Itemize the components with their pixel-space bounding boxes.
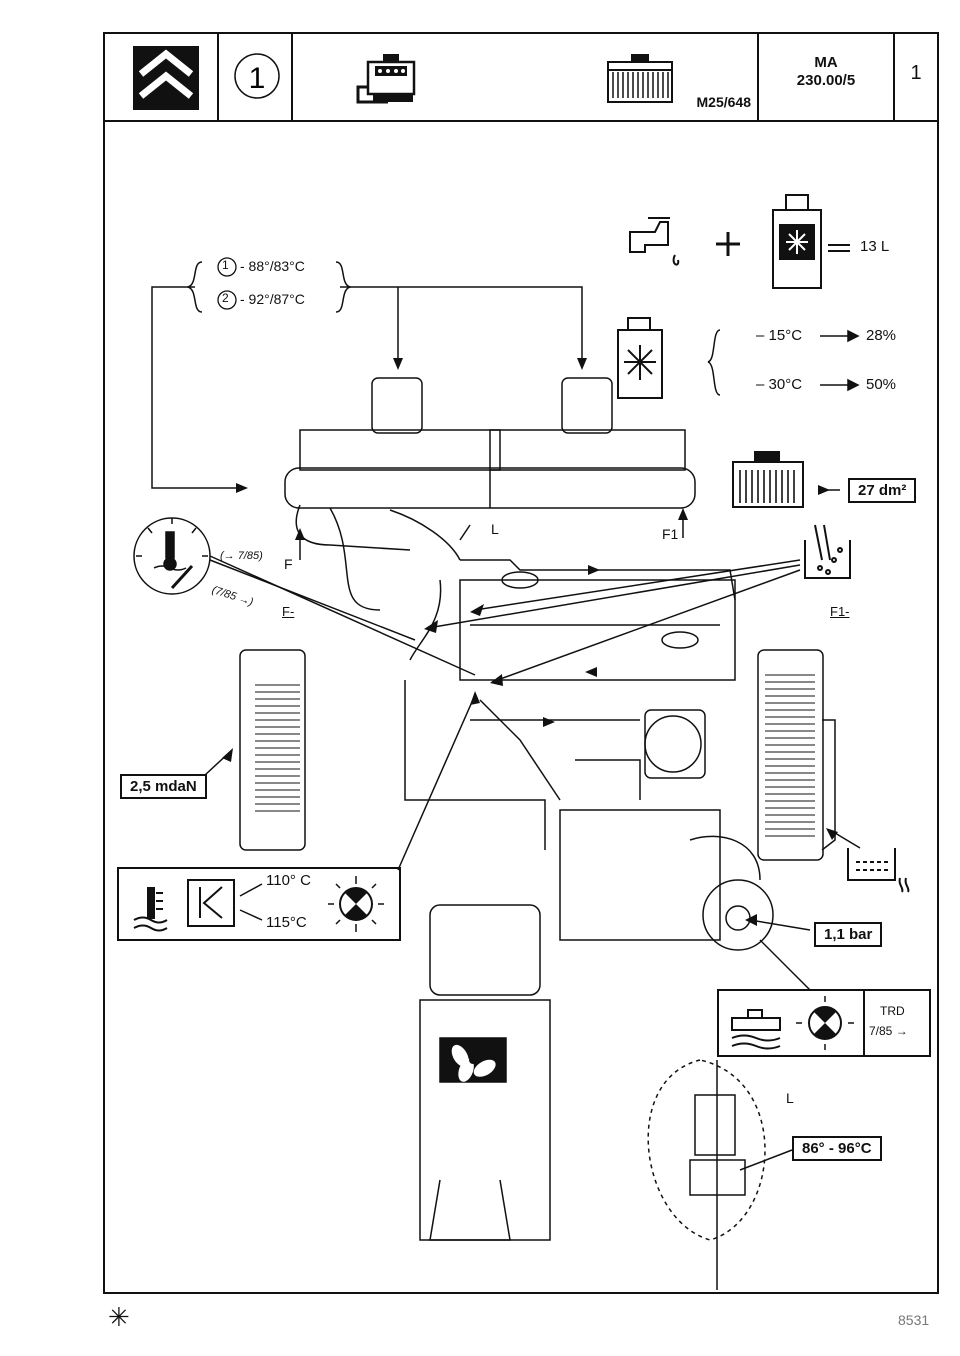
circle-number-badge: 1 — [234, 53, 280, 99]
expansion-tank-warning-icon — [731, 1009, 781, 1050]
temperature-gauge-icon — [133, 517, 211, 595]
radiator-area-label: 27 dm² — [848, 478, 917, 503]
antifreeze-bottle-icon — [772, 194, 850, 289]
label-F1-top: F1 — [662, 526, 679, 542]
thermostat-variant-2-text: - 92°/87°C — [240, 291, 305, 307]
bleed-container-icon — [804, 524, 851, 579]
coolant-temp-icon — [133, 887, 168, 932]
fan-indicator-icon — [328, 876, 384, 932]
reference-cell: MA 230.00/5 — [759, 32, 895, 120]
fan-on-temp: 110° C — [266, 872, 311, 889]
mix-2-pct: 50% — [866, 376, 897, 393]
circle-number-cell: 1 — [219, 32, 293, 120]
label-L-top: L — [491, 521, 499, 537]
engine-icon — [356, 54, 673, 104]
header-bar: 1 M25/648 MA — [103, 32, 939, 122]
cap-pressure-label: 1,1 bar — [814, 922, 883, 947]
label-F-minus: F- — [282, 604, 295, 619]
thermostat-variant-1-circle — [217, 257, 237, 277]
thermostat-variant-2-num: 2 — [222, 291, 229, 305]
thermo-switch-icon — [187, 879, 235, 927]
mix-brace — [707, 329, 721, 396]
trd-date: 7/85 → — [869, 1024, 908, 1038]
page-number: 1 — [910, 62, 922, 84]
antifreeze-bottle-small-icon — [617, 317, 663, 399]
page-frame — [103, 32, 939, 1294]
water-tap-icon — [629, 217, 680, 266]
fan-switch-box — [117, 867, 401, 941]
ref-line-2: 230.00/5 — [796, 72, 856, 89]
fan-high-temp: 115°C — [266, 914, 307, 931]
warning-light-icon — [796, 996, 854, 1050]
radiator-icon — [732, 451, 804, 508]
mix-2-temp: – 30°C — [756, 376, 803, 393]
fan-icon — [451, 1044, 496, 1082]
citroen-logo — [133, 46, 199, 110]
thermostat-brace-right — [335, 261, 353, 313]
thermostat-range-label: 86° - 96°C — [792, 1136, 882, 1161]
trd-box — [717, 989, 931, 1057]
mix-1-pct: 28% — [866, 327, 897, 344]
plus-sign — [716, 232, 740, 256]
thermostat-variant-1-text: - 88°/83°C — [240, 258, 305, 274]
footer-code: 8531 — [898, 1312, 930, 1328]
label-L-bottom: L — [786, 1090, 794, 1106]
model-code: M25/648 — [696, 94, 751, 110]
label-F-top: F — [284, 556, 293, 572]
page-number-cell: 1 — [895, 32, 937, 120]
ref-line-1: MA — [814, 54, 838, 71]
overflow-beaker-icon — [847, 848, 910, 893]
logo-cell — [103, 32, 219, 120]
trd-label: TRD — [880, 1004, 905, 1018]
coolant-capacity: 13 L — [860, 238, 890, 255]
mix-1-temp: – 15°C — [756, 327, 803, 344]
label-date-a: (→ 7/85) — [220, 550, 263, 562]
thermostat-brace-left — [185, 261, 203, 313]
footer-star: ✳ — [108, 1302, 130, 1332]
torque-label: 2,5 mdaN — [120, 774, 207, 799]
thermostat-variant-1-num: 1 — [222, 258, 229, 272]
circle-number: 1 — [249, 62, 266, 95]
header-icons-cell: M25/648 — [293, 32, 759, 120]
thermostat-variant-2-circle — [217, 290, 237, 310]
label-F1-minus: F1- — [830, 604, 850, 619]
